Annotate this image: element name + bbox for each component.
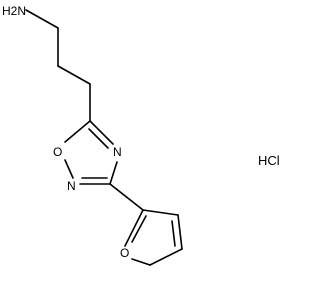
bond-c5f-o	[131, 258, 151, 266]
bond-c2f-c3f	[142, 209, 179, 216]
bond-n4-c5-double	[88, 128, 109, 149]
amine-label: H2N	[2, 4, 26, 18]
bond-o-c2f-double	[131, 215, 147, 243]
bond-c3-n4	[109, 161, 118, 185]
oxadiazole-nitrogen-4-label: N	[113, 145, 122, 159]
oxadiazole-ring	[64, 120, 118, 185]
bond-c3f-c4f-double	[171, 220, 176, 247]
bond-o1-n2	[64, 159, 74, 179]
hydrochloride-label: HCl	[258, 153, 280, 168]
bond-c5-o1	[64, 120, 91, 143]
furan-oxygen-label: O	[120, 246, 129, 260]
chemical-structure-diagram: H2N O N N O HCl	[2, 4, 280, 266]
bond-n-c1	[25, 9, 59, 29]
furan-ring	[124, 209, 183, 266]
propyl-chain	[25, 9, 91, 122]
bond-c4f-c5f	[149, 248, 183, 266]
bond-c3f-c4f	[177, 214, 183, 250]
bond-n4-c5	[89, 120, 114, 145]
bond-c3-furan	[109, 183, 144, 211]
bond-c2-c3	[57, 65, 91, 85]
oxadiazole-oxygen-label: O	[53, 145, 62, 159]
oxadiazole-nitrogen-2-label: N	[67, 179, 76, 193]
bond-o-c2f	[124, 209, 144, 247]
